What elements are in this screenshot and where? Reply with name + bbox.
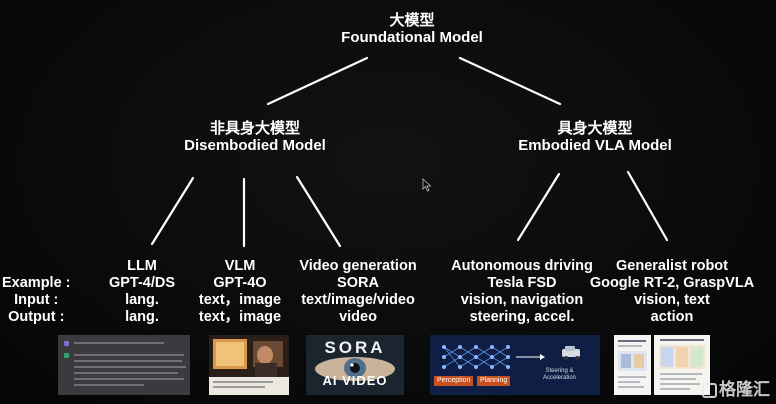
column-generalist-robot: Generalist robot Google RT-2, GraspVLA v… xyxy=(584,258,760,326)
connector-embodied-to-robot xyxy=(626,170,669,242)
column-llm: LLM GPT-4/DS lang. lang. xyxy=(92,258,192,326)
paper-figure-image xyxy=(618,351,647,371)
column-example: VLM xyxy=(224,258,256,274)
row-label-output: Output : xyxy=(8,309,65,325)
disembodied-title-cn: 非具身大模型 xyxy=(209,119,300,137)
column-example: LLM xyxy=(127,258,157,274)
steering-caption-line: Acceleration xyxy=(543,375,577,381)
watermark-logo: 格隆汇 xyxy=(702,375,770,400)
paper-text-line xyxy=(618,345,642,347)
vlm-scene-image xyxy=(209,335,289,395)
robot-paper-thumbnail xyxy=(614,335,651,395)
sora-thumbnail: SORA AI VIDEO xyxy=(306,335,404,395)
paper-text-line xyxy=(660,339,704,341)
row-label-input: Input : xyxy=(14,292,59,308)
paper-text-line xyxy=(618,340,646,342)
paper-text-line xyxy=(660,388,690,390)
column-example: Video generation xyxy=(299,258,417,274)
column-vlm: VLM GPT-4O text，image text，image xyxy=(185,258,295,326)
row-label-example: Example : xyxy=(2,275,71,291)
embodied-node: 具身大模型 Embodied VLA Model xyxy=(510,119,680,155)
paper-text-line xyxy=(660,378,696,380)
row-labels: Example : Input : Output : xyxy=(2,275,71,326)
connector-root-to-disembodied xyxy=(266,56,369,106)
paper-text-line xyxy=(660,373,702,375)
llm-chat-thumbnail xyxy=(58,335,190,395)
planning-tag: Planning xyxy=(477,376,511,386)
connector-embodied-to-driving xyxy=(516,172,561,242)
mouse-cursor-icon xyxy=(422,178,432,192)
chat-text-line xyxy=(74,384,144,386)
column-autonomous-driving: Autonomous driving Tesla FSD vision, nav… xyxy=(440,258,604,326)
paper-text-line xyxy=(660,383,700,385)
perception-tag: Perception xyxy=(434,376,474,386)
column-input: text/image/video xyxy=(301,292,415,308)
column-output: steering, accel. xyxy=(469,309,575,325)
root-title-en: Foundational Model xyxy=(341,29,483,47)
column-model: GPT-4/DS xyxy=(108,275,176,291)
column-output: video xyxy=(339,309,377,325)
neural-network-diagram xyxy=(430,335,600,395)
chat-avatar-icon xyxy=(64,341,69,346)
sora-eye-image xyxy=(306,335,404,395)
robot-paper-thumbnail xyxy=(654,335,710,395)
embodied-title-en: Embodied VLA Model xyxy=(518,137,672,155)
paper-text-line xyxy=(618,386,644,388)
column-output: text，image xyxy=(198,309,282,325)
sora-title: SORA xyxy=(324,338,386,357)
chat-text-line xyxy=(74,366,186,368)
column-model: SORA xyxy=(337,275,379,291)
steering-caption-line: Steering & xyxy=(545,368,574,374)
paper-figure-image xyxy=(659,345,705,369)
chat-avatar-icon xyxy=(64,353,69,358)
chat-text-line xyxy=(74,360,182,362)
connector-disembodied-to-video xyxy=(295,175,342,248)
watermark-text: 格隆汇 xyxy=(719,380,770,400)
disembodied-title-en: Disembodied Model xyxy=(184,137,326,155)
steering-caption: Steering & Acceleration xyxy=(543,368,576,382)
connector-disembodied-to-llm xyxy=(150,176,195,246)
watermark-icon xyxy=(702,383,717,398)
column-video-generation: Video generation SORA text/image/video v… xyxy=(290,258,426,326)
column-input: vision, navigation xyxy=(460,292,584,308)
root-node: 大模型 Foundational Model xyxy=(337,11,487,47)
root-title-cn: 大模型 xyxy=(389,11,435,29)
sora-subtitle: AI VIDEO xyxy=(322,373,388,388)
chat-text-line xyxy=(74,378,184,380)
column-output: lang. xyxy=(125,309,159,325)
paper-text-line xyxy=(618,381,640,383)
chat-text-line xyxy=(74,342,164,344)
vlm-photo-thumbnail xyxy=(209,335,289,395)
column-input: vision, text xyxy=(634,292,710,308)
column-model: GPT-4O xyxy=(213,275,267,291)
paper-text-line xyxy=(618,376,646,378)
column-input: lang. xyxy=(125,292,159,308)
chat-text-line xyxy=(74,354,184,356)
chat-text-line xyxy=(74,372,178,374)
disembodied-node: 非具身大模型 Disembodied Model xyxy=(170,119,340,155)
column-model: Google RT-2, GraspVLA xyxy=(589,275,755,291)
connector-root-to-embodied xyxy=(458,56,562,106)
column-example: Generalist robot xyxy=(616,258,728,274)
column-model: Tesla FSD xyxy=(487,275,557,291)
column-output: action xyxy=(650,309,694,325)
column-input: text，image xyxy=(198,292,282,308)
embodied-title-cn: 具身大模型 xyxy=(557,119,633,137)
column-example: Autonomous driving xyxy=(451,258,593,274)
autonomous-driving-thumbnail: Perception Planning Steering & Accelerat… xyxy=(430,335,600,395)
